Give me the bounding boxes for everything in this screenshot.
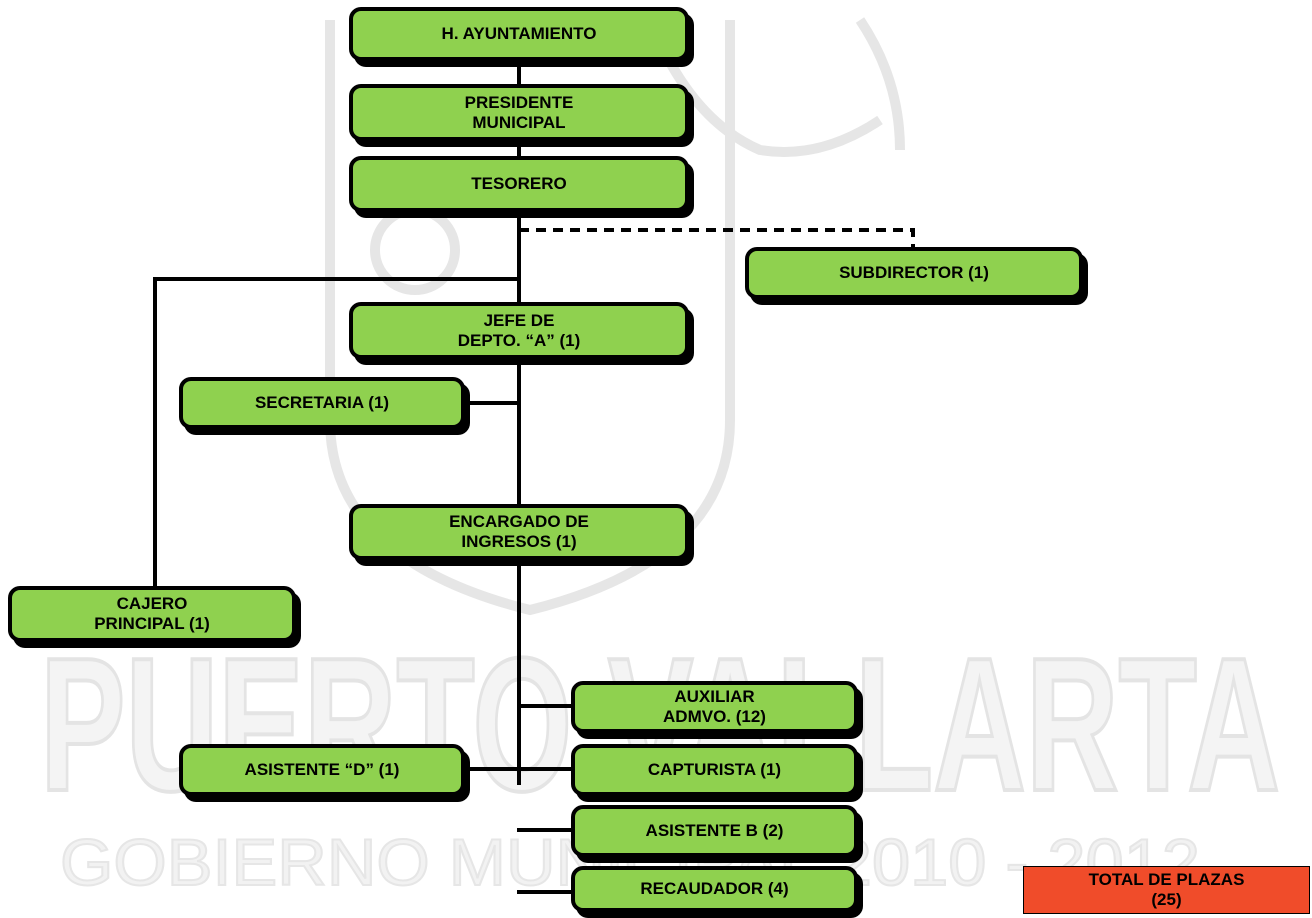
node-presidente-municipal: PRESIDENTE MUNICIPAL (349, 84, 689, 141)
total-plazas-badge: TOTAL DE PLAZAS (25) (1023, 866, 1310, 914)
node-asistente-b: ASISTENTE B (2) (571, 805, 858, 857)
node-subdirector: SUBDIRECTOR (1) (745, 247, 1083, 299)
node-asistente-d: ASISTENTE “D” (1) (179, 744, 465, 796)
node-encargado-ingresos: ENCARGADO DE INGRESOS (1) (349, 504, 689, 560)
node-jefe-depto: JEFE DE DEPTO. “A” (1) (349, 302, 689, 359)
node-capturista: CAPTURISTA (1) (571, 744, 858, 796)
node-cajero-principal: CAJERO PRINCIPAL (1) (8, 586, 296, 642)
node-recaudador: RECAUDADOR (4) (571, 866, 858, 912)
connector-subdirector-dashed (519, 228, 915, 247)
node-ayuntamiento: H. AYUNTAMIENTO (349, 7, 689, 61)
node-secretaria: SECRETARIA (1) (179, 377, 465, 429)
node-auxiliar-admvo: AUXILIAR ADMVO. (12) (571, 681, 858, 733)
node-tesorero: TESORERO (349, 156, 689, 212)
